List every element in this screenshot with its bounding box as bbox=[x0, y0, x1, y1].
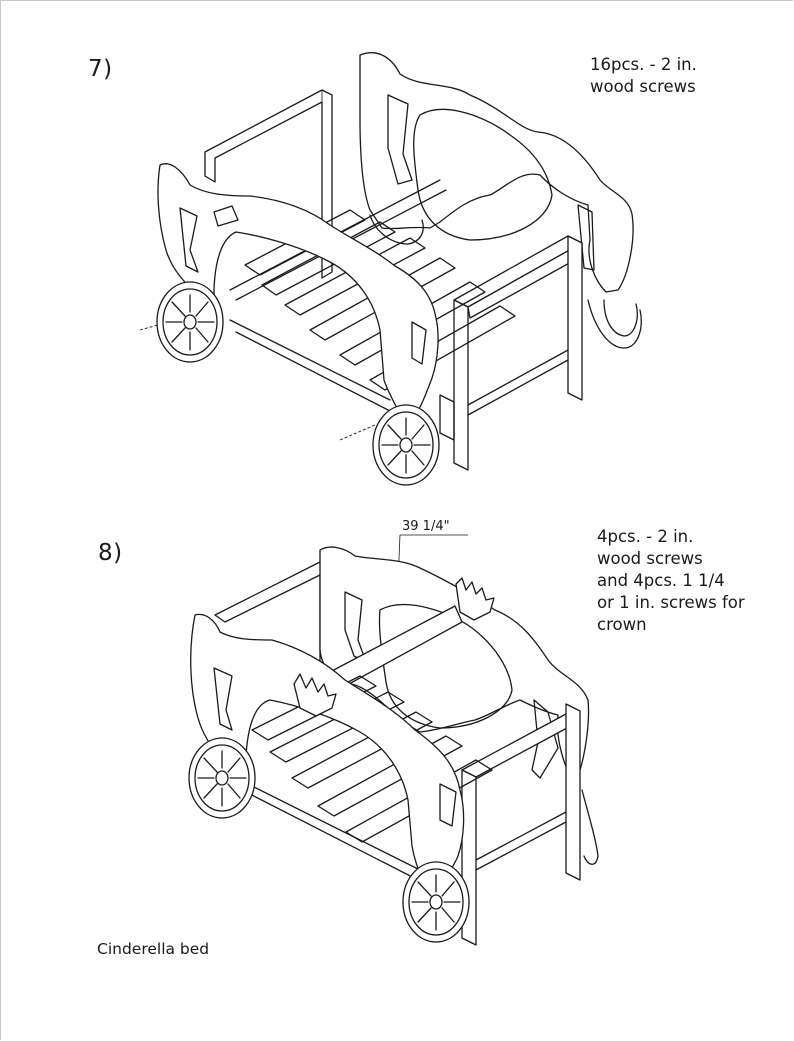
step-8-number: 8) bbox=[98, 540, 123, 566]
step-7-number: 7) bbox=[88, 56, 113, 82]
step-8-hardware-note: 4pcs. - 2 in. wood screws and 4pcs. 1 1/… bbox=[597, 527, 745, 634]
step-7-carriage-bed bbox=[139, 52, 642, 486]
step-8-carriage-bed bbox=[188, 534, 599, 946]
step-7-hardware-note: 16pcs. - 2 in. wood screws bbox=[590, 55, 697, 96]
drawing-caption: Cinderella bed bbox=[97, 940, 210, 958]
crossbar-dimension-label: 39 1/4" bbox=[402, 519, 450, 534]
